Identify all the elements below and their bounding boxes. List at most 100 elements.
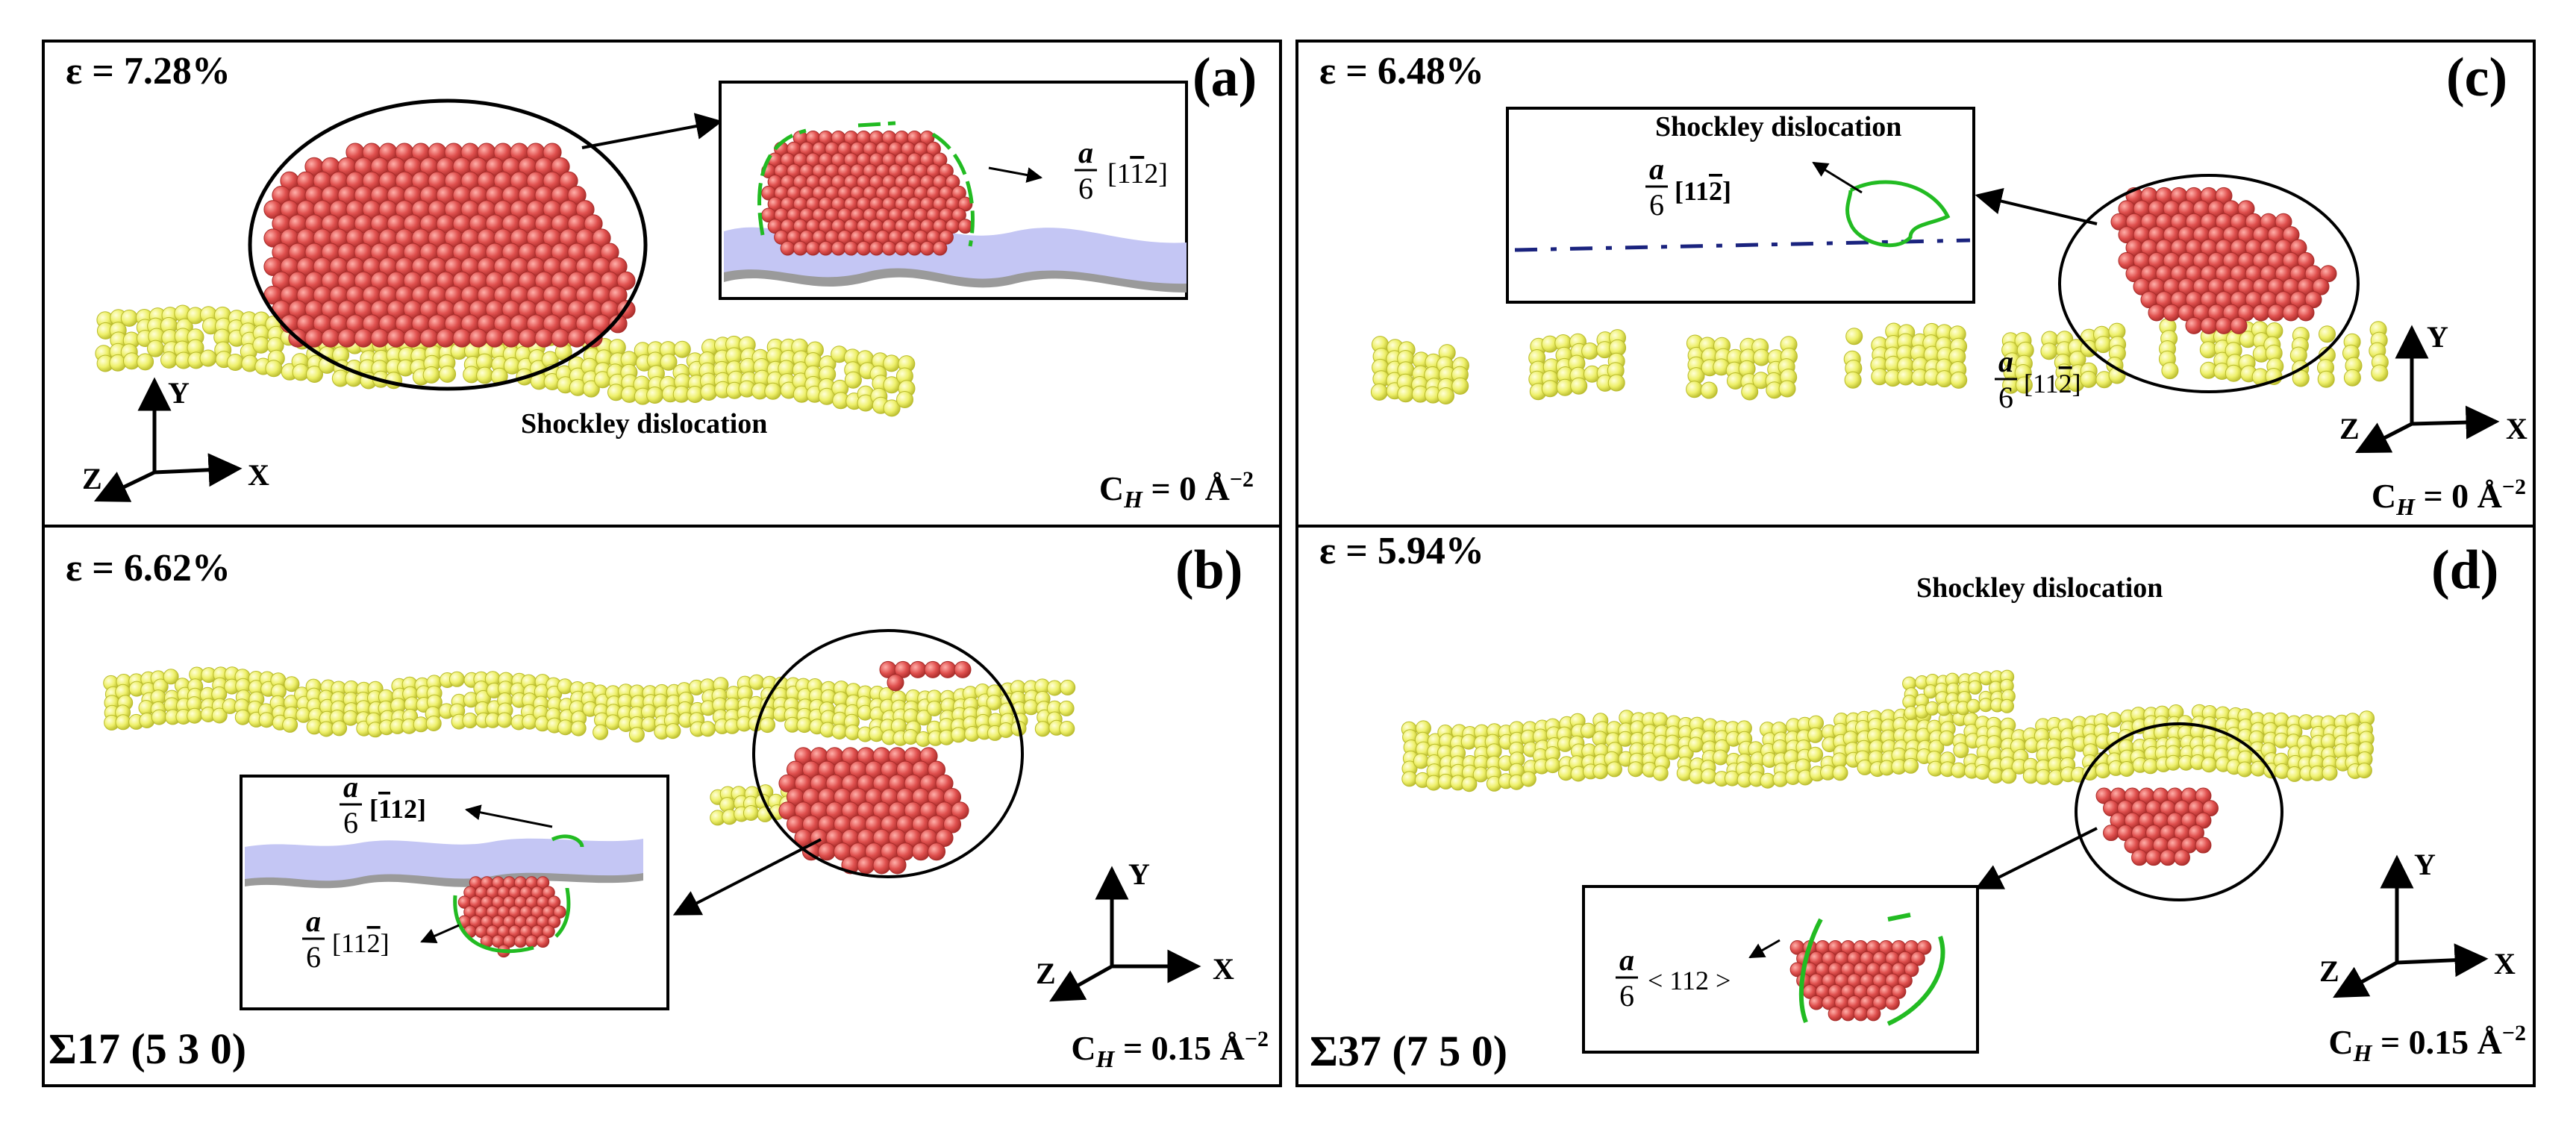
atom xyxy=(957,219,973,234)
panel-d-burgers-num: a xyxy=(1619,943,1634,977)
atom xyxy=(887,674,904,692)
atom xyxy=(1966,698,1981,713)
atom xyxy=(924,660,942,678)
atom xyxy=(2015,376,2033,394)
atom xyxy=(2195,812,2212,829)
atom xyxy=(1451,377,1469,395)
atom xyxy=(919,130,935,146)
atom xyxy=(2236,761,2253,778)
atom xyxy=(2142,758,2159,775)
atom xyxy=(1844,371,1862,389)
atom xyxy=(748,674,765,690)
atom xyxy=(2322,765,2338,781)
panel-a-ch-label: CH = 0 Å−2 xyxy=(1099,467,1254,513)
atom xyxy=(916,710,932,726)
panel-b-frame xyxy=(42,525,1282,1087)
atom xyxy=(567,186,587,205)
panel-a-inset-fault-atoms xyxy=(761,130,973,256)
atom xyxy=(557,719,574,736)
atom xyxy=(805,240,821,256)
panel-d-axes: Y X Z xyxy=(2319,848,2516,998)
panel-d-inset-dislocation-line xyxy=(1798,913,1945,1026)
panel-b-tag: (b) xyxy=(1175,540,1242,601)
atom xyxy=(1853,1006,1869,1022)
atom xyxy=(1628,761,1644,778)
panel-d-tag: (d) xyxy=(2431,540,2498,601)
atom xyxy=(582,380,600,398)
panel-a-axis-x-label: X xyxy=(248,458,269,492)
atom xyxy=(120,309,138,327)
atom xyxy=(932,152,948,168)
atom xyxy=(927,842,946,861)
atom xyxy=(951,801,969,820)
atom xyxy=(2200,316,2218,334)
atom xyxy=(234,709,251,725)
atom xyxy=(2356,763,2372,779)
atom xyxy=(593,724,609,740)
atom xyxy=(1741,383,1759,401)
atom xyxy=(700,384,718,401)
atom xyxy=(553,905,566,919)
atom xyxy=(2252,304,2270,322)
atom xyxy=(831,724,848,739)
atom xyxy=(567,328,587,348)
atom xyxy=(1840,1006,1856,1022)
atom xyxy=(337,328,357,348)
panel-b-ch-label: CH = 0.15 Å−2 xyxy=(1071,1027,1269,1072)
atom xyxy=(462,713,478,728)
atom xyxy=(2195,836,2212,854)
atom xyxy=(448,671,465,687)
atom xyxy=(1541,380,1559,398)
atom xyxy=(559,171,578,190)
atom xyxy=(536,934,550,948)
atom xyxy=(1700,381,1718,399)
atom xyxy=(1545,757,1561,774)
atom xyxy=(551,328,570,348)
atom xyxy=(1950,371,1968,389)
atom xyxy=(2001,768,2017,784)
atom xyxy=(1891,984,1907,999)
atom xyxy=(284,676,300,692)
atom xyxy=(939,230,954,245)
panel-b-inset-dislocation-line xyxy=(453,834,584,954)
atom xyxy=(1807,746,1824,763)
atom xyxy=(942,815,962,834)
panel-b-callout-arrow xyxy=(672,838,822,916)
panel-b-burgers2-num: a xyxy=(306,904,321,938)
panel-b-axis-x-label: X xyxy=(1213,952,1234,986)
atom xyxy=(818,240,834,256)
atom xyxy=(584,328,603,348)
panel-a-burgers-dir: [112] xyxy=(1107,158,1168,190)
panel-b-inset-surface xyxy=(245,838,643,881)
atom xyxy=(592,228,611,248)
atom xyxy=(265,360,283,378)
panel-d-ch-label: CH = 0.15 Å−2 xyxy=(2328,1021,2526,1066)
panel-a-axis-y-label: Y xyxy=(168,376,190,410)
panel-a-inset-burgers-arrow xyxy=(988,166,1043,183)
atom xyxy=(551,157,570,176)
atom xyxy=(2312,278,2330,295)
panel-c: Shockley dislocation a 6 [112] a 6 [112]… xyxy=(1295,40,2536,528)
atom xyxy=(137,353,154,371)
atom xyxy=(869,240,884,256)
atom xyxy=(1701,768,1717,784)
panel-d-inset: a 6 < 112 > xyxy=(1582,885,1979,1054)
panel-c-burgers1-dir: [112] xyxy=(1675,176,1731,206)
atom xyxy=(856,240,872,256)
panel-d-strain: ε = 5.94% xyxy=(1319,530,1484,572)
atom xyxy=(2282,304,2300,322)
atom xyxy=(422,366,440,384)
atom xyxy=(258,712,275,728)
atom xyxy=(306,366,323,383)
panel-c-burgers2-den: 6 xyxy=(1998,381,2013,414)
panel-b-burgers2-den: 6 xyxy=(306,940,321,974)
panel-c-axis-z-line xyxy=(2354,422,2413,454)
atom xyxy=(628,727,645,743)
panel-c-inset-dash-line xyxy=(1514,238,1971,252)
panel-b-burgers1-dir: [112] xyxy=(369,794,426,824)
atom xyxy=(534,328,554,348)
panel-c-strain: ε = 6.48% xyxy=(1319,50,1484,93)
atom xyxy=(1885,995,1900,1010)
atom xyxy=(1953,742,1969,758)
panel-c-highlight-circle xyxy=(2058,174,2360,393)
